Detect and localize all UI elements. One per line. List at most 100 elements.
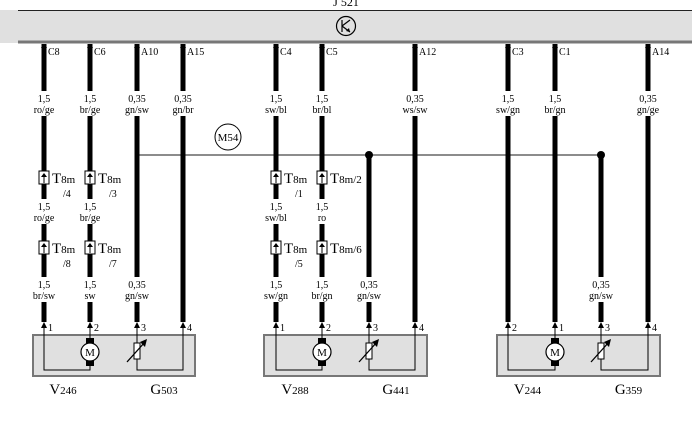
wire-c3[interactable]: C31,5sw/gn2 (490, 44, 526, 334)
svg-text:M: M (85, 347, 95, 359)
wire-size-label: 1,5 (316, 94, 329, 105)
wire-size-label: 0,35 (174, 94, 192, 105)
connector-t8m: T8m/4 (38, 170, 76, 200)
arrow-up-icon (319, 322, 325, 328)
arrow-up-icon (273, 322, 279, 328)
arrow-down-icon (273, 47, 279, 53)
wire-size-label: 1,5 (270, 94, 283, 105)
wire-size-label: 1,5 (270, 280, 283, 291)
wire-size-label: 1,5 (38, 202, 51, 213)
wire-size-label: 1,5 (84, 94, 97, 105)
wire-size-label: 1,5 (38, 94, 51, 105)
wire-size-label: 1,5 (549, 94, 562, 105)
wire-size-label: 0,35 (406, 94, 424, 105)
arrow-down-icon (319, 47, 325, 53)
potentiometer-icon (590, 339, 611, 363)
wire-color-label: ro/ge (34, 213, 55, 224)
junction-dot (365, 151, 373, 159)
pin-label: C1 (559, 47, 571, 58)
connector-t8m: T8m/3 (84, 170, 122, 200)
svg-text:M: M (550, 347, 560, 359)
connector-label: T8m (284, 171, 308, 187)
arrow-down-icon (134, 47, 140, 53)
connector-label: T8m/6 (330, 241, 362, 257)
pin-number: 3 (141, 323, 146, 334)
pin-label: C5 (326, 47, 338, 58)
connector-t8m: T8m/8 (38, 240, 76, 270)
arrow-down-icon (87, 47, 93, 53)
connector-pin: /7 (109, 259, 117, 270)
pin-number: 4 (187, 323, 192, 334)
connector-label: T8m (98, 171, 122, 187)
wire-color-label: ro/ge (34, 105, 55, 116)
connector-pin: /5 (295, 259, 303, 270)
wire-color-label: sw (84, 291, 96, 302)
motor-label: V246 (49, 382, 77, 398)
pin-label: A15 (187, 47, 204, 58)
arrow-up-icon (366, 322, 372, 328)
bus-connector-m54: M54 (214, 123, 242, 151)
wire-color-label: br/gn (544, 105, 565, 116)
wire-c1[interactable]: C1 1,5br/gn 1 (537, 44, 573, 334)
connector-label: T8m (52, 171, 76, 187)
wire-size-label: 1,5 (270, 202, 283, 213)
wire-color-label: gn/ge (637, 105, 660, 116)
wire-size-label: 1,5 (84, 202, 97, 213)
arrow-down-icon (180, 47, 186, 53)
arrow-up-icon (180, 322, 186, 328)
sensor-label: G359 (615, 382, 643, 398)
connector-label: T8m (52, 241, 76, 257)
wire-color-label: gn/sw (357, 291, 382, 302)
arrow-up-icon (505, 322, 511, 328)
connector-t8m: T8m/5 (270, 240, 308, 270)
connector-t8m: T8m/7 (84, 240, 122, 270)
pin-number: 4 (419, 323, 424, 334)
transistor-icon (335, 15, 357, 37)
component-v246-g503[interactable]: M V246 G503 (32, 328, 196, 398)
connector-label: T8m/2 (330, 171, 362, 187)
connector-t8m: T8m/6 (316, 240, 362, 257)
connector-label: T8m (284, 241, 308, 257)
pin-number: 1 (559, 323, 564, 334)
wire-size-label: 0,35 (128, 94, 146, 105)
control-unit-j521[interactable]: J 521 (0, 0, 692, 44)
arrow-down-icon (505, 47, 511, 53)
arrow-up-icon (645, 322, 651, 328)
connector-pin: /8 (63, 259, 71, 270)
pin-label: C3 (512, 47, 524, 58)
wire-color-label: ro (318, 213, 326, 224)
junction-dot (597, 151, 605, 159)
connector-label: T8m (98, 241, 122, 257)
control-unit-label: J 521 (333, 0, 359, 9)
arrow-down-icon (412, 47, 418, 53)
svg-text:M: M (317, 347, 327, 359)
arrow-down-icon (645, 47, 651, 53)
wire-size-label: 1,5 (316, 280, 329, 291)
wire-size-label: 1,5 (502, 94, 515, 105)
bus-connector-label: M54 (218, 132, 239, 144)
wire-size-label: 1,5 (316, 202, 329, 213)
motor-icon: M (545, 338, 565, 366)
wire-color-label: gn/sw (125, 105, 150, 116)
pin-number: 2 (326, 323, 331, 334)
sensor-label: G503 (150, 382, 178, 398)
arrow-up-icon (87, 322, 93, 328)
pin-number: 3 (605, 323, 610, 334)
wire-size-label: 0,35 (360, 280, 378, 291)
wire-size-label: 1,5 (84, 280, 97, 291)
motor-icon: M (80, 338, 100, 366)
component-housing (263, 334, 428, 377)
